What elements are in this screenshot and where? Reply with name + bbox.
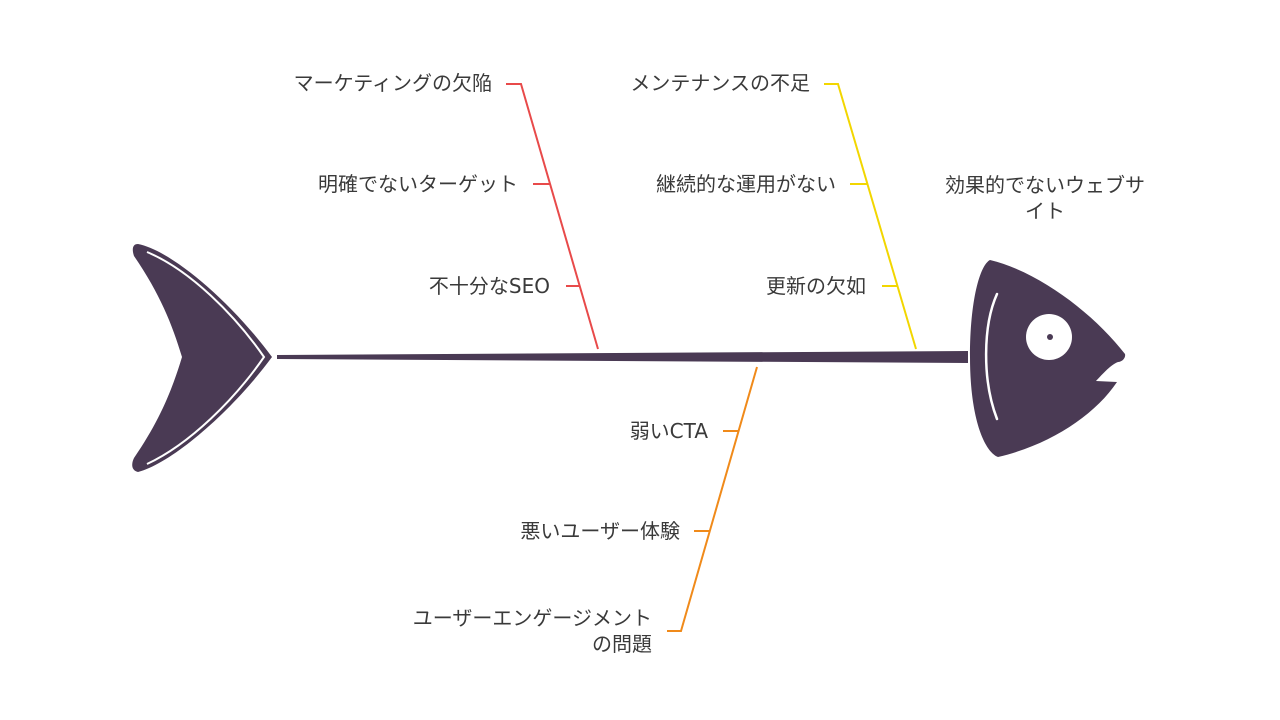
fish-spine (277, 351, 968, 363)
cause-label-lack-of-updates: 更新の欠如 (766, 274, 866, 298)
branch-marketing (506, 83, 599, 350)
cause-label-insufficient-seo: 不十分なSEO (428, 274, 550, 298)
category-label-marketing: マーケティングの欠陥 (293, 71, 492, 95)
cause-label-no-ongoing-operation: 継続的な運用がない (656, 172, 836, 196)
branch-maintenance (824, 83, 917, 350)
cause-label-weak-cta: 弱いCTA (629, 419, 708, 443)
fish-head-icon (970, 260, 1126, 457)
fish-tail-icon (132, 244, 272, 472)
cause-label-bad-ux: 悪いユーザー体験 (520, 519, 680, 543)
category-label-engagement: ユーザーエンゲージメントの問題 (412, 606, 652, 656)
branch-engagement (667, 366, 758, 632)
cause-label-unclear-target: 明確でないターゲット (318, 172, 518, 196)
effect-label: 効果的でないウェブサイト (945, 173, 1145, 223)
category-label-maintenance: メンテナンスの不足 (630, 71, 810, 95)
